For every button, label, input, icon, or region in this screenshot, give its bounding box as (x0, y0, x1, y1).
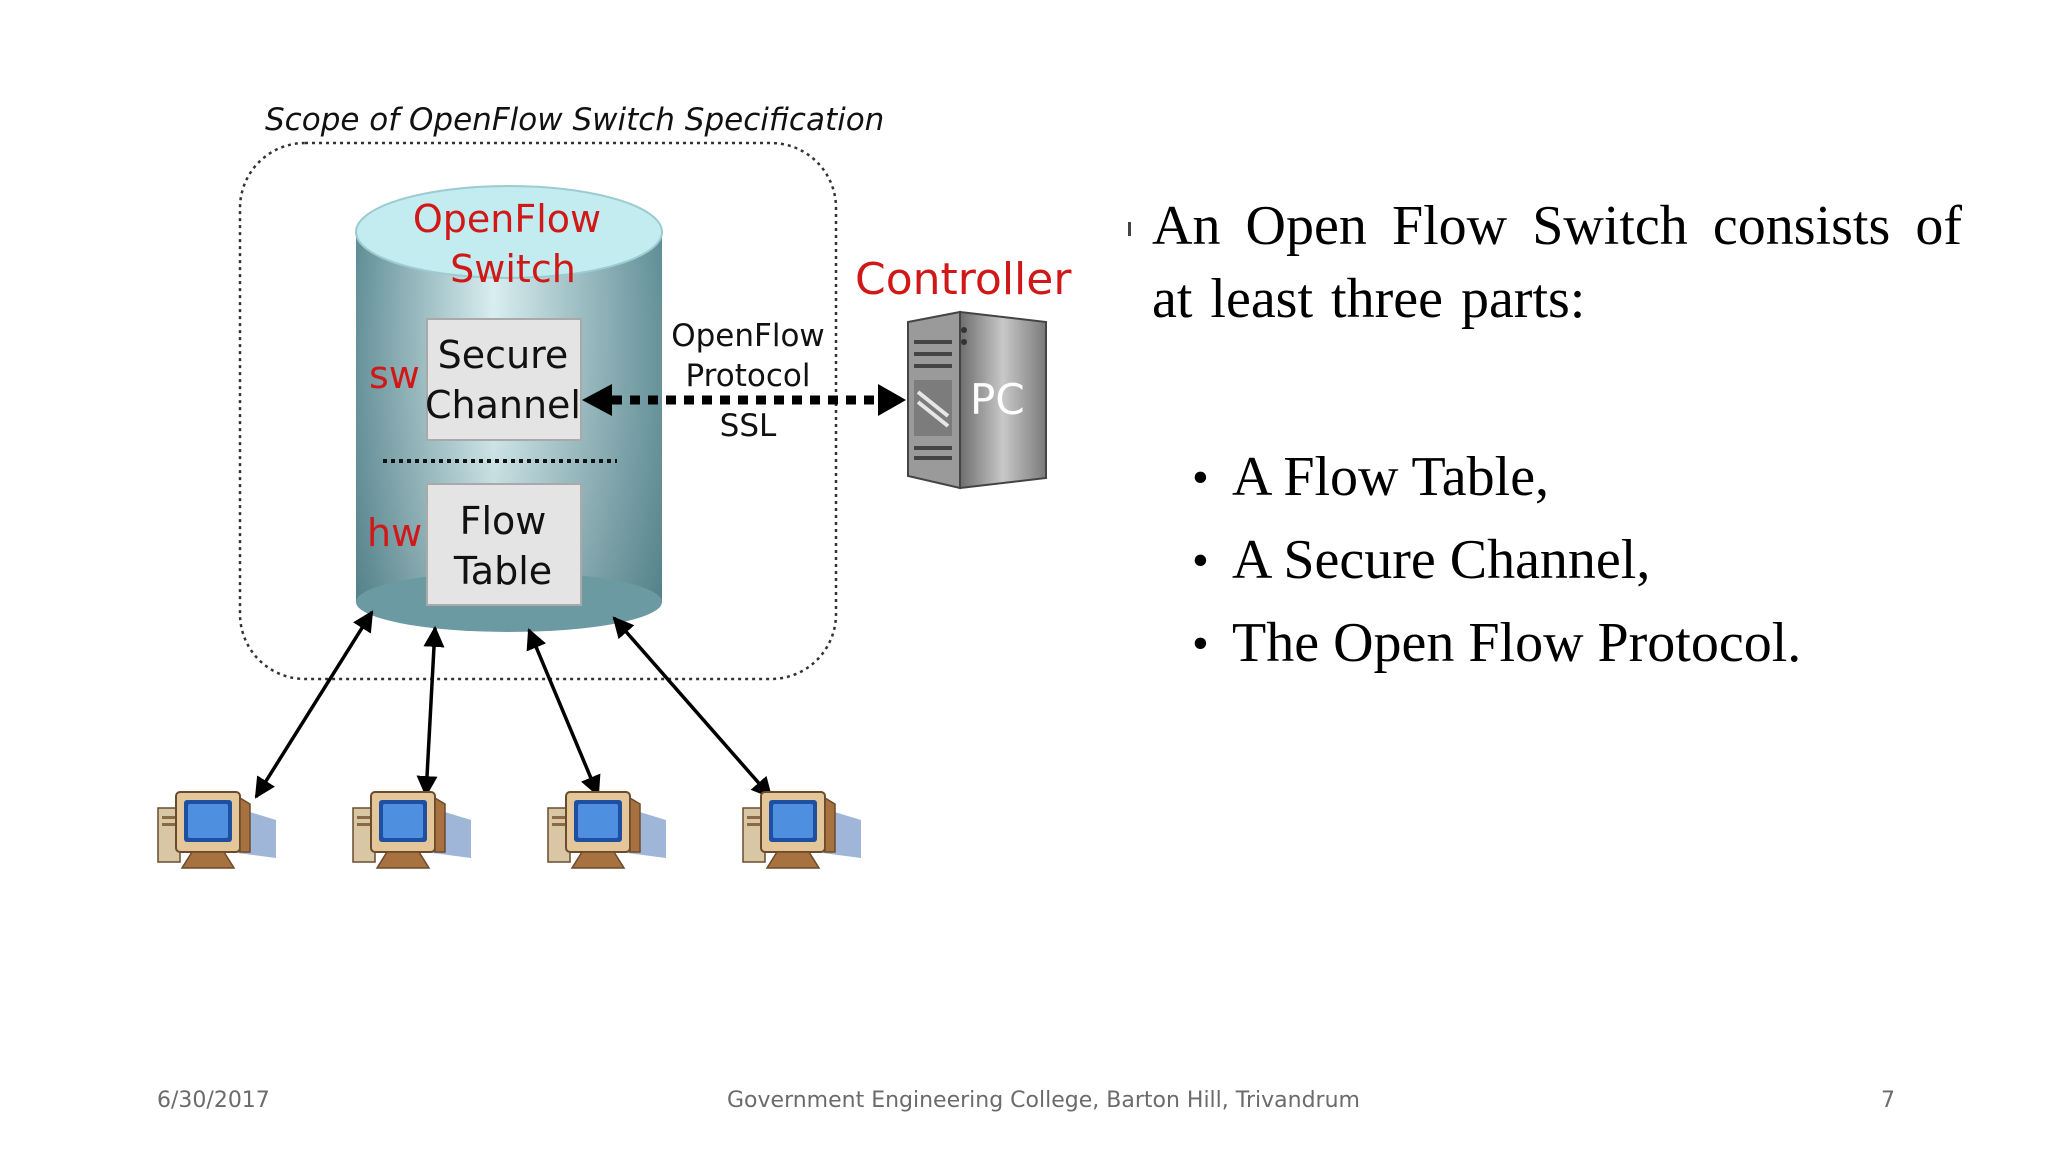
flow-table-box (426, 483, 582, 606)
list-item: • The Open Flow Protocol. (1152, 602, 1962, 685)
protocol-label: SSL (720, 408, 777, 444)
openflow-architecture-diagram: Scope of OpenFlow Switch Specification O… (157, 102, 1072, 869)
list-item-text: A Secure Channel, (1232, 529, 1651, 591)
secure-channel-label: Secure (438, 333, 569, 377)
bullet-dot: • (1192, 534, 1209, 587)
flow-table-label: Flow (460, 499, 547, 543)
sw-label: sw (369, 353, 420, 397)
lead-paragraph: An Open Flow Switch consists of at least… (1152, 195, 1962, 330)
footer-page-number: 7 (1881, 1088, 1895, 1113)
scope-label: Scope of OpenFlow Switch Specification (265, 102, 884, 138)
host-link (254, 610, 374, 799)
host-computer-icon (352, 791, 472, 869)
content-bullets: An Open Flow Switch consists of at least… (1128, 190, 1962, 685)
secure-channel-box (426, 318, 582, 441)
list-item-text: A Flow Table, (1232, 446, 1550, 508)
server-icon (907, 310, 1047, 490)
host-computer-icon (157, 791, 277, 869)
protocol-label: OpenFlow (671, 318, 825, 354)
switch-title: Switch (450, 247, 576, 291)
host-link (526, 628, 601, 797)
switch-title: OpenFlow (413, 197, 601, 241)
list-item-text: The Open Flow Protocol. (1232, 612, 1802, 674)
flow-table-label: Table (453, 549, 552, 593)
host-link (416, 625, 445, 798)
list-item: • A Flow Table, (1152, 436, 1962, 519)
parts-list: • A Flow Table, • A Secure Channel, • Th… (1152, 436, 1962, 685)
host-computer-icon (547, 791, 667, 869)
openflow-protocol-arrow (582, 384, 906, 416)
host-computer-icon (742, 791, 862, 869)
host-link (612, 616, 773, 799)
bullet-dot: • (1192, 451, 1209, 504)
footer-college: Government Engineering College, Barton H… (727, 1088, 1360, 1113)
secure-channel-label: Channel (425, 383, 581, 427)
bullet-marker (1128, 222, 1131, 236)
controller-label: Controller (855, 254, 1072, 305)
bullet-dot: • (1192, 617, 1209, 670)
protocol-label: Protocol (686, 358, 811, 394)
pc-label: PC (970, 375, 1025, 424)
scope-boundary (238, 141, 838, 681)
hw-label: hw (367, 511, 422, 555)
footer-date: 6/30/2017 (157, 1088, 270, 1113)
list-item: • A Secure Channel, (1152, 519, 1962, 602)
